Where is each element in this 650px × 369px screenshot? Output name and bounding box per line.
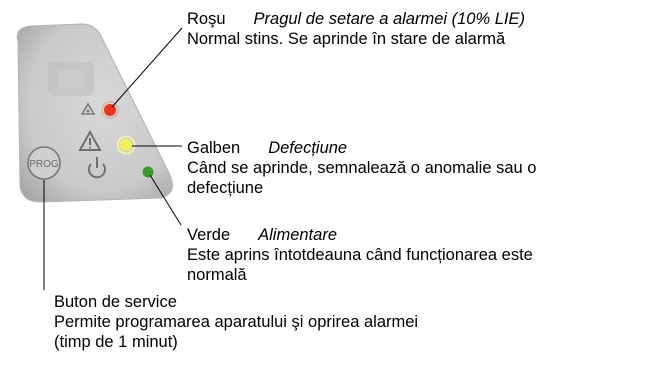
yellow-description-2: defecțiune <box>187 179 264 197</box>
led-green <box>142 166 154 178</box>
led-red <box>104 104 116 116</box>
callout-prog-button: Buton de service Permite programarea apa… <box>54 292 418 352</box>
prog-button-label: PROG <box>29 159 59 170</box>
yellow-meaning: Defecțiune <box>268 139 348 157</box>
led-yellow-glow <box>116 135 136 155</box>
callout-red-led: Roşu Pragul de setare a alarmei (10% LIE)… <box>187 9 525 49</box>
red-meaning: Pragul de setare a alarmei (10% LIE) <box>253 10 525 28</box>
led-red-glow <box>101 101 119 119</box>
leader-green <box>149 174 182 226</box>
green-description-1: Este aprins întotdeauna când funcționare… <box>187 246 533 264</box>
callout-green-led: Verde Alimentare Este aprins întotdeauna … <box>187 225 533 285</box>
red-color-name: Roşu <box>187 10 226 28</box>
power-icon <box>88 157 106 179</box>
green-color-name: Verde <box>187 226 231 244</box>
prog-description-2: (timp de 1 minut) <box>54 333 178 351</box>
led-yellow <box>120 139 132 151</box>
yellow-color-name: Galben <box>187 139 241 157</box>
leader-red <box>111 27 183 108</box>
warning-triangle-icon <box>78 129 102 151</box>
yellow-description-1: Când se aprinde, semnalează o anomalie s… <box>187 159 537 177</box>
green-description-2: normală <box>187 266 247 284</box>
prog-button-icon[interactable] <box>27 146 61 180</box>
prog-description-1: Permite programarea aparatului şi oprire… <box>54 313 419 331</box>
gas-alarm-icon <box>80 102 96 115</box>
prog-button[interactable]: PROG <box>27 146 61 180</box>
prog-title: Buton de service <box>54 293 177 311</box>
panel-recess-inner <box>58 70 84 88</box>
green-meaning: Alimentare <box>258 226 337 244</box>
callout-yellow-led: Galben Defecțiune Când se aprinde, semnal… <box>187 138 536 198</box>
red-description: Normal stins. Se aprinde în stare de ala… <box>187 30 506 48</box>
